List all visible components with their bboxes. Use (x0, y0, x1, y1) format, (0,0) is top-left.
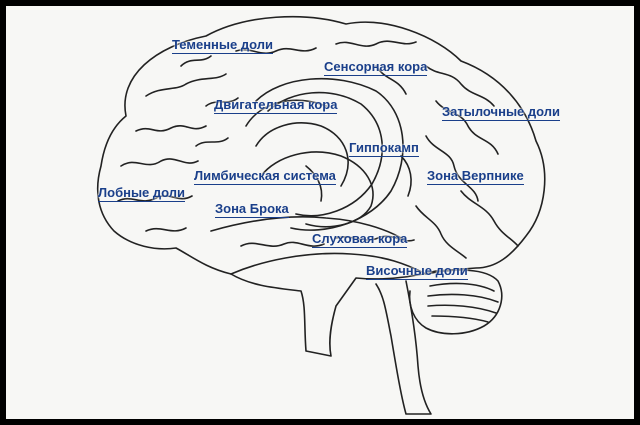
label-parietal-lobes: Теменные доли (172, 37, 273, 54)
brain-stem (375, 280, 432, 415)
cerebellum (408, 269, 503, 335)
label-occipital-lobes: Затылочные доли (442, 104, 561, 121)
brain-illustration (96, 15, 546, 415)
label-auditory-cortex: Слуховая кора (312, 231, 408, 248)
label-sensory-cortex: Сенсорная кора (324, 59, 428, 76)
label-limbic-system: Лимбическая система (194, 168, 336, 185)
label-broca-area: Зона Брока (215, 201, 289, 218)
label-motor-cortex: Двигательная кора (214, 97, 338, 114)
label-frontal-lobes: Лобные доли (98, 185, 186, 202)
label-hippocampus: Гиппокамп (349, 140, 419, 157)
brain-outline (96, 15, 546, 357)
label-wernicke-area: Зона Верпнике (427, 168, 524, 185)
diagram-canvas: Теменные доли Сенсорная кора Двигательна… (6, 6, 634, 419)
label-temporal-lobes: Височные доли (366, 263, 468, 280)
